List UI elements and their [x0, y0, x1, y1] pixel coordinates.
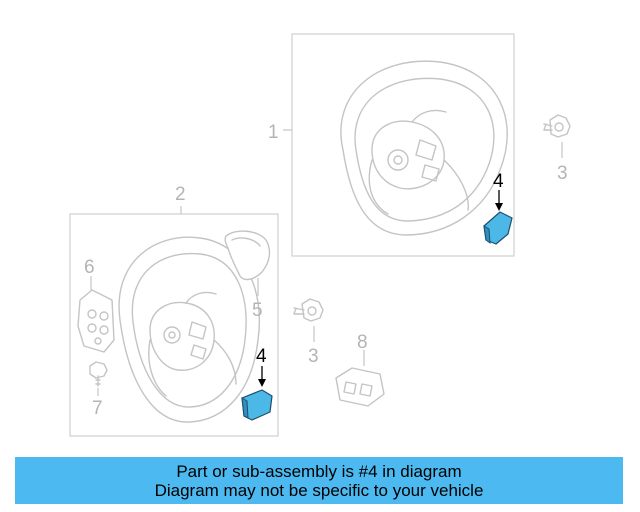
- callout-4-bottom: 4: [256, 346, 267, 367]
- steering-wheel-assembly-1: [283, 33, 515, 257]
- callout-3-top: 3: [557, 163, 568, 184]
- assembly-frame-1: [291, 33, 515, 257]
- callout-3-mid: 3: [308, 346, 319, 367]
- wheel-rim-1: [340, 60, 508, 236]
- assembly-frame-2: [69, 213, 279, 437]
- callout-6: 6: [84, 257, 95, 278]
- wheel-spokes-1: [368, 109, 469, 215]
- callout-4-top: 4: [493, 171, 504, 192]
- banner-line-2: Diagram may not be specific to your vehi…: [154, 481, 484, 500]
- callout-1: 1: [268, 122, 279, 143]
- callout-2: 2: [175, 184, 186, 205]
- wheel-rim-2: [118, 236, 261, 423]
- steering-wheel-assembly-2: [69, 206, 279, 437]
- callout-7: 7: [92, 398, 103, 419]
- callout-5: 5: [252, 300, 263, 321]
- banner-line-1: Part or sub-assembly is #4 in diagram: [176, 462, 462, 481]
- info-banner: Part or sub-assembly is #4 in diagram Di…: [15, 457, 623, 504]
- horn-button-2: [163, 326, 181, 344]
- screw-part-7: [89, 361, 108, 396]
- bolt-part-3-mid: [293, 298, 324, 342]
- wheel-spokes-2: [148, 291, 237, 397]
- spoke-switches-1: [415, 139, 440, 182]
- wheel-rim-inner-2: [131, 252, 247, 408]
- callout-8: 8: [357, 332, 368, 353]
- wheel-rim-inner-1: [354, 77, 495, 222]
- wheel-hub-2: [149, 301, 215, 371]
- airbag-part-5: [224, 230, 271, 296]
- parts-diagram: 1 2 3 3 4 4 5 6 7 8: [69, 33, 571, 437]
- spoke-switches-2: [188, 321, 207, 360]
- horn-button-1: [387, 149, 409, 171]
- switch-module-part-8: [335, 350, 385, 407]
- bolt-part-3-top: [543, 114, 571, 158]
- switch-panel-part-6: [77, 276, 115, 353]
